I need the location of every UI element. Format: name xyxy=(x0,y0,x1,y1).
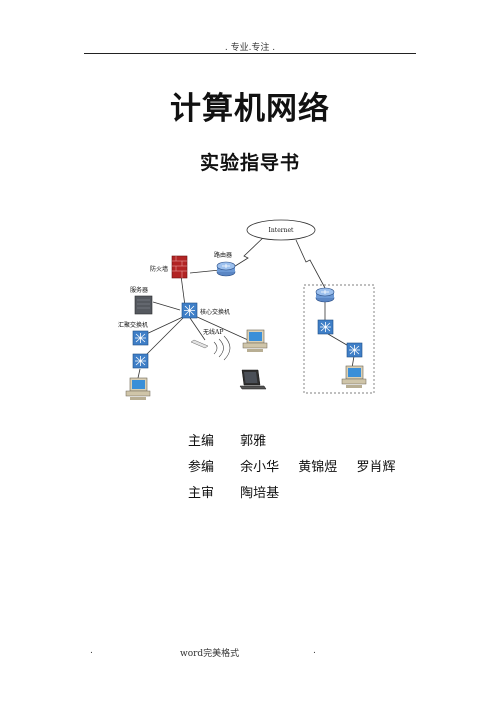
credit-name: 罗肖辉 xyxy=(356,460,396,475)
credit-row-editor: 主编 郭雅 xyxy=(188,432,410,458)
document-title: 计算机网络 xyxy=(170,91,330,127)
internet-label: Internet xyxy=(269,227,294,234)
firewall-icon xyxy=(171,255,188,279)
router-label: 路由器 xyxy=(214,251,232,259)
core-switch-label: 核心交换机 xyxy=(200,308,230,316)
diagram-links xyxy=(137,235,355,379)
branch-router-icon xyxy=(315,287,335,303)
access-switch-icon xyxy=(132,353,149,369)
router-icon xyxy=(216,261,236,277)
footer-right-mark: . xyxy=(313,646,316,656)
footer-left-mark: . xyxy=(90,646,93,656)
credit-row-co-editors: 参编 余小华 黄锦煜 罗肖辉 xyxy=(188,458,410,484)
credit-name: 余小华 xyxy=(240,460,280,475)
aggregation-switch-label: 汇聚交换机 xyxy=(118,321,148,329)
footer-center-text: word完美格式 xyxy=(180,649,240,659)
server-label: 服务器 xyxy=(130,286,148,294)
credit-role: 主编 xyxy=(188,434,215,449)
page-header: . 专业.专注 . xyxy=(224,43,276,53)
firewall-label: 防火墙 xyxy=(150,265,168,273)
credit-name: 黄锦煜 xyxy=(298,460,338,475)
core-switch-icon xyxy=(181,302,198,319)
credit-role: 主审 xyxy=(188,486,215,501)
branch-network-boundary xyxy=(303,284,375,394)
credit-role: 参编 xyxy=(188,460,215,475)
branch-access-switch-icon xyxy=(346,342,363,358)
wireless-ap-label: 无线AP xyxy=(203,328,223,336)
credit-name: 陶培基 xyxy=(240,486,280,501)
laptop-icon xyxy=(239,369,267,390)
credit-row-reviewer: 主审 陶培基 xyxy=(188,484,410,510)
header-rule xyxy=(84,53,416,54)
aggregation-switch-icon xyxy=(132,330,149,346)
network-topology-diagram: Internet 路由器 防火墙 服务器 核心交换机 汇聚交换机 xyxy=(118,219,375,400)
internet-cloud-icon: Internet xyxy=(246,219,316,241)
desktop-computer-icon xyxy=(242,329,268,352)
branch-switch-icon xyxy=(317,319,334,335)
desktop-computer-icon xyxy=(341,365,367,388)
credit-name: 郭雅 xyxy=(240,434,267,449)
document-subtitle: 实验指导书 xyxy=(199,152,300,174)
desktop-computer-icon xyxy=(125,377,151,400)
server-icon xyxy=(134,295,153,315)
credits-block: 主编 郭雅 参编 余小华 黄锦煜 罗肖辉 主审 陶培基 xyxy=(188,432,410,510)
wireless-ap-icon xyxy=(190,335,231,361)
